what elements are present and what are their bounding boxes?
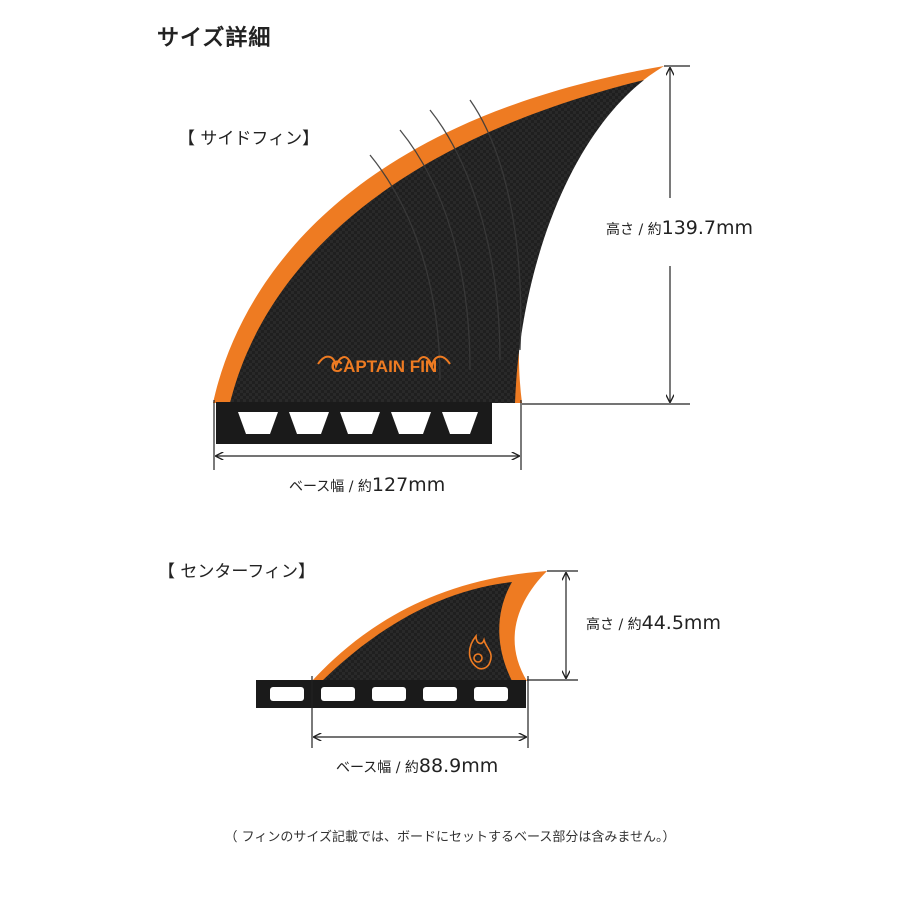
side-fin-base: ベース幅 / 約127mm — [289, 474, 445, 496]
center-fin-base-key: ベース幅 / 約 — [336, 760, 419, 776]
side-fin-height-key: 高さ / 約 — [606, 222, 662, 238]
center-fin-base-value: 88.9mm — [418, 755, 499, 777]
flame-logo-icon — [468, 633, 492, 670]
center-fin-base: ベース幅 / 約88.9mm — [336, 755, 498, 777]
center-fin-height-value: 44.5mm — [641, 612, 721, 634]
captain-fin-logo: CAPTAIN FIN — [317, 355, 451, 376]
center-fin-label: 【 センターフィン】 — [158, 562, 316, 582]
center-fin-carbon-body — [322, 582, 512, 681]
center-fin-height-key: 高さ / 約 — [586, 617, 642, 633]
side-fin-dimensions — [213, 65, 690, 470]
side-fin-carbon-body — [230, 80, 644, 403]
center-fin-height: 高さ / 約44.5mm — [586, 612, 721, 634]
side-fin-height: 高さ / 約139.7mm — [606, 217, 753, 239]
side-fin-label: 【 サイドフィン】 — [178, 129, 320, 149]
page-title: サイズ詳細 — [157, 26, 272, 51]
side-fin-base-key: ベース幅 / 約 — [289, 479, 372, 495]
center-fin-illustration — [256, 571, 547, 708]
center-fin-dimensions — [311, 570, 578, 748]
side-fin-height-value: 139.7mm — [661, 217, 754, 239]
side-fin-base-value: 127mm — [371, 474, 446, 496]
logo-text: CAPTAIN FIN — [331, 357, 437, 376]
side-fin-illustration: CAPTAIN FIN — [213, 66, 664, 444]
footnote: （ フィンのサイズ記載では、ボードにセットするベース部分は含みません。） — [224, 830, 676, 845]
